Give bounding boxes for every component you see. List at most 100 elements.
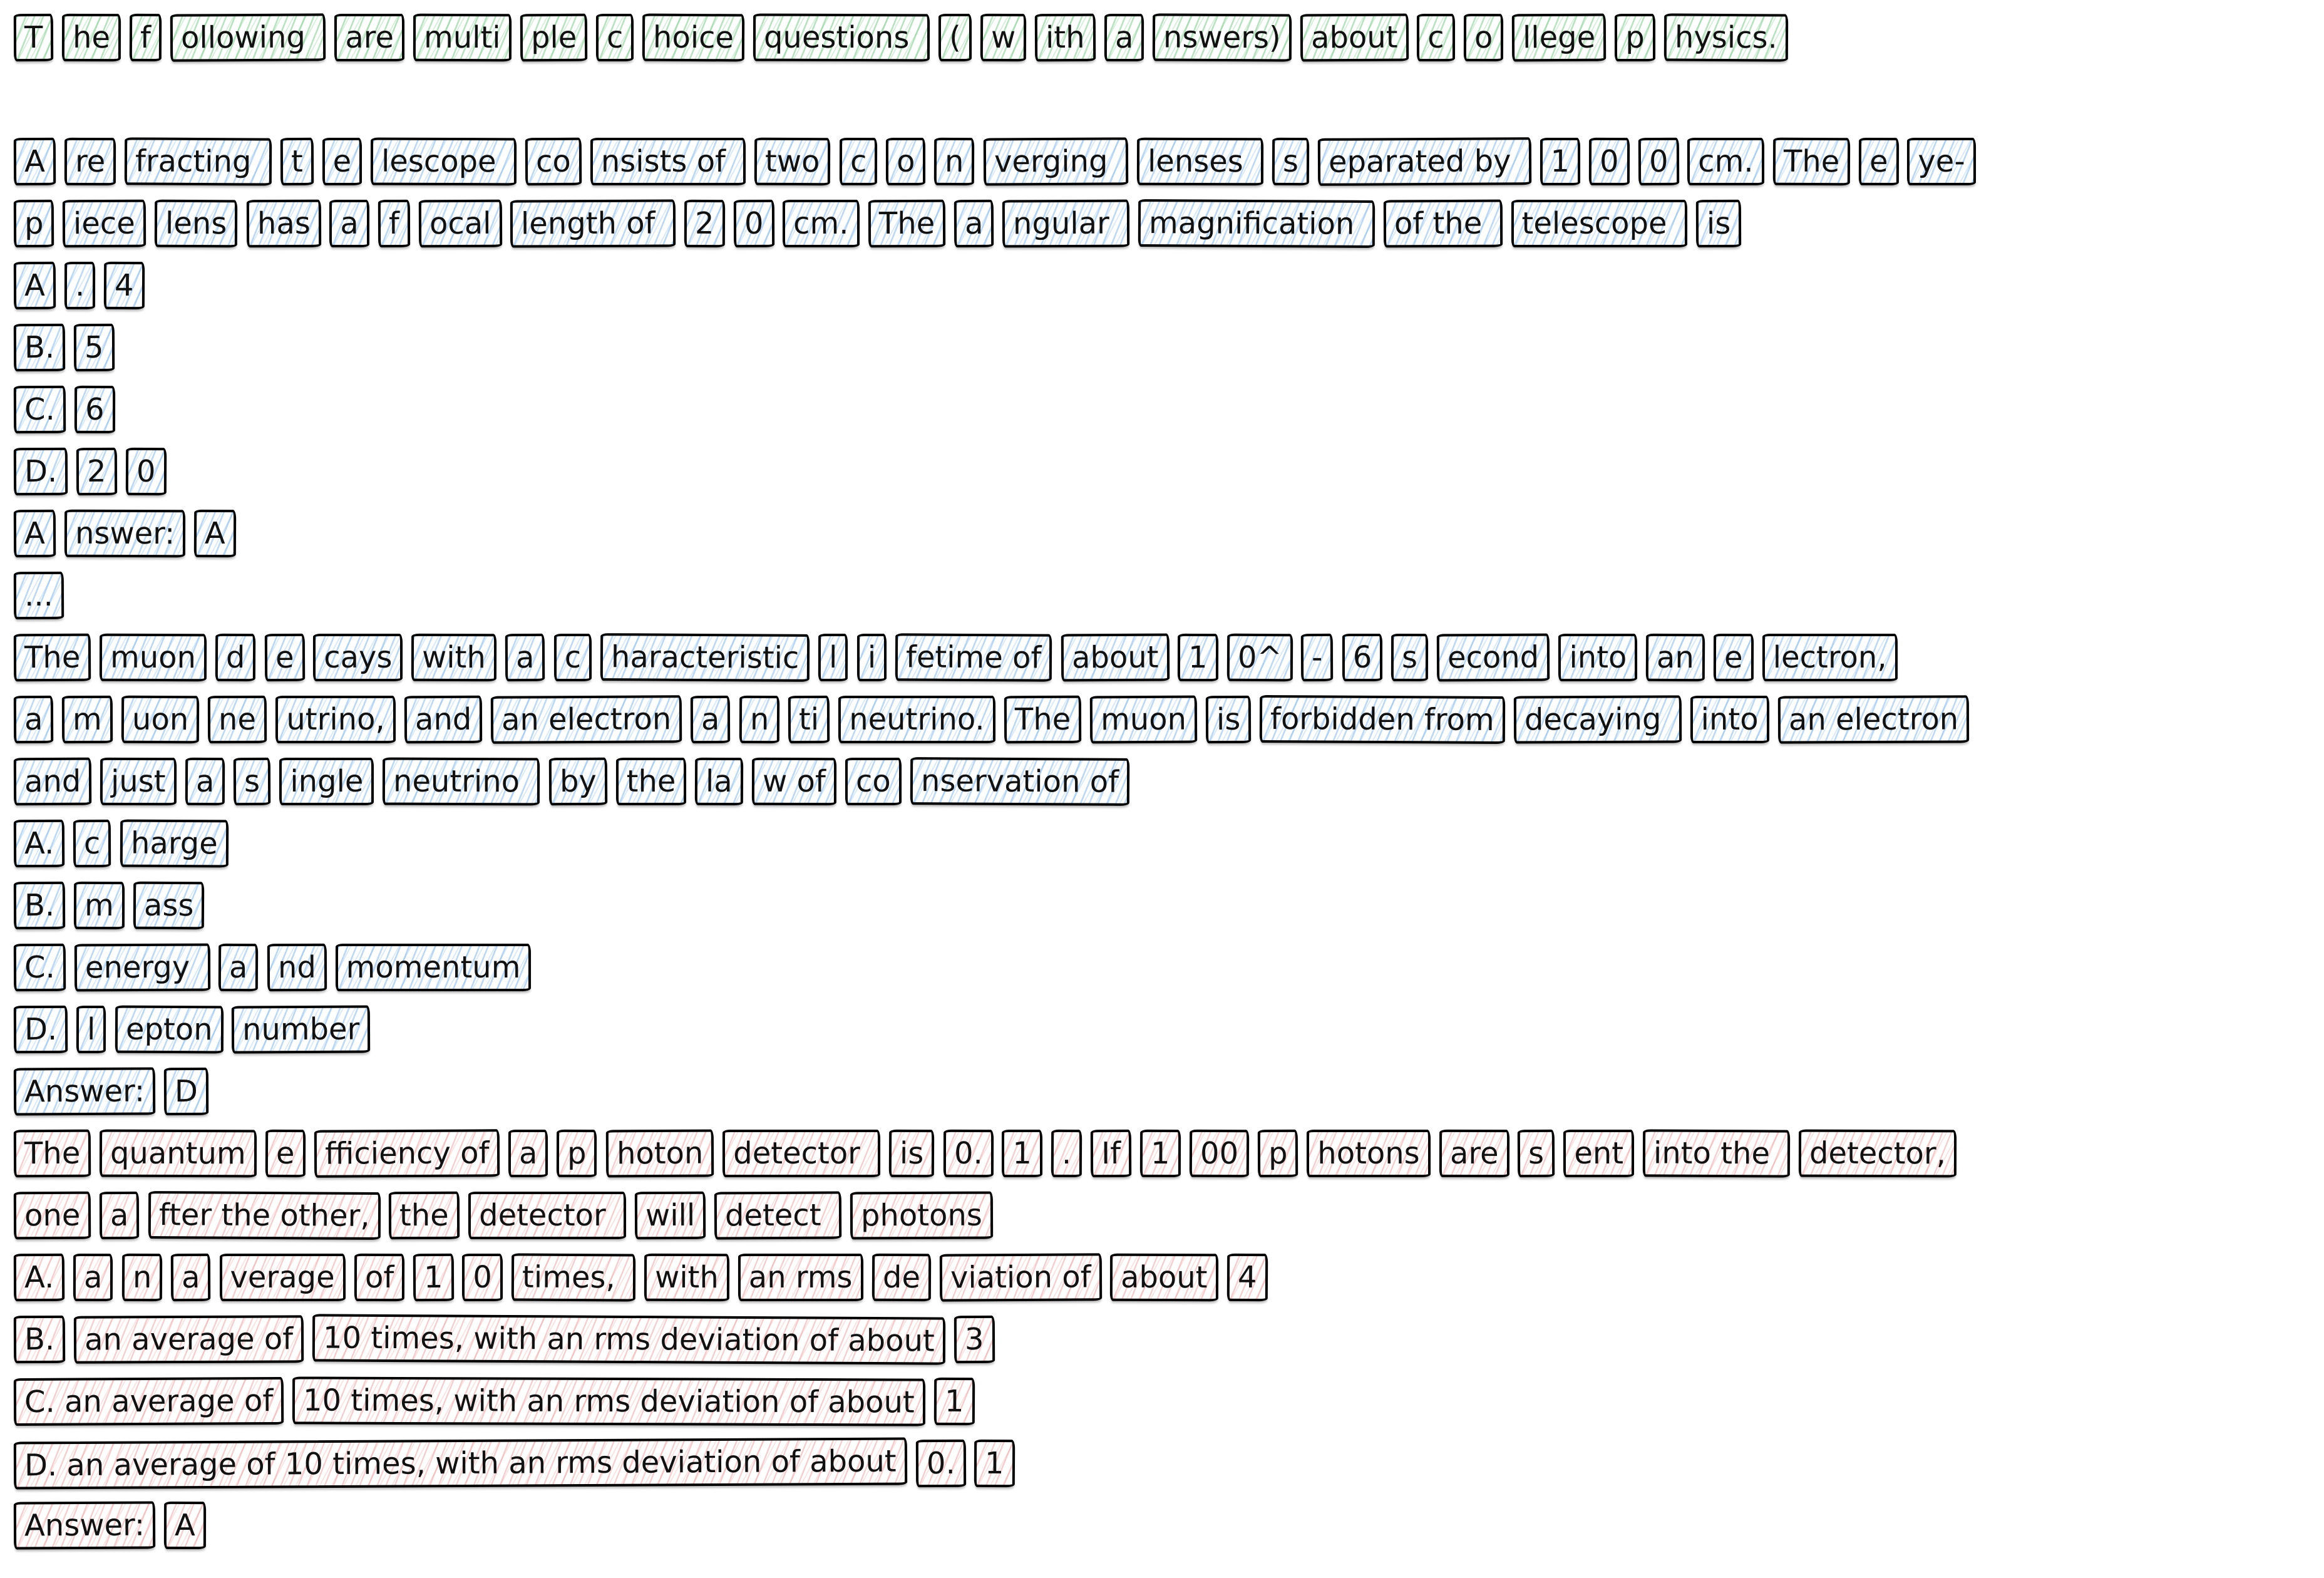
token-box: p: [13, 199, 54, 248]
token-box: into: [1690, 696, 1769, 743]
token-box: by: [548, 757, 607, 806]
token-box: verage: [219, 1254, 346, 1301]
token-box: 6: [74, 385, 115, 434]
token-box: A.: [13, 819, 65, 868]
token-box: about: [1061, 633, 1170, 682]
token-box: hotons: [1307, 1130, 1431, 1177]
token-row: A.4: [13, 261, 2324, 310]
token-box: c: [1417, 14, 1455, 61]
token-box: one: [13, 1191, 91, 1240]
token-row: C.6: [13, 385, 2324, 434]
token-box: (: [938, 14, 972, 61]
token-box: e: [264, 633, 305, 682]
token-box: 0: [1588, 137, 1630, 186]
token-box: A: [13, 261, 56, 310]
token-box: c: [839, 137, 878, 186]
token-box: epton: [115, 1005, 224, 1054]
token-box: an rms: [738, 1254, 863, 1301]
token-box: 0: [733, 199, 774, 248]
token-box: s: [1518, 1129, 1555, 1178]
token-row: Answer:D: [13, 1067, 2324, 1116]
token-box: c: [595, 14, 634, 61]
token-box: ent: [1563, 1130, 1635, 1177]
token-box: The: [13, 633, 91, 682]
token-box: neutrino.: [838, 696, 995, 743]
token-box: he: [62, 13, 121, 62]
token-row: Answer:A: [13, 1501, 2324, 1550]
token-box: into the: [1642, 1129, 1791, 1178]
token-box: 10 times, with an rms deviation of about: [292, 1376, 926, 1426]
token-box: T: [13, 13, 54, 62]
token-box: m: [62, 695, 113, 744]
token-box: 1: [1540, 138, 1581, 185]
token-box: nd: [267, 943, 327, 992]
token-box: an average of: [74, 1315, 304, 1364]
token-box: magnification: [1138, 199, 1375, 248]
token-box: 2: [684, 199, 725, 248]
token-box: momentum: [335, 944, 532, 991]
token-box: haracteristic: [600, 633, 810, 682]
token-box: nsists of: [590, 138, 746, 185]
paragraph-spacer: [14, 76, 2324, 123]
token-box: the: [389, 1191, 460, 1240]
token-box: de: [872, 1253, 931, 1302]
token-box: cays: [313, 634, 403, 681]
token-box: hoton: [605, 1129, 714, 1178]
token-box: an electron: [1777, 695, 1969, 744]
token-box: A: [164, 1501, 207, 1550]
token-box: a: [691, 695, 731, 744]
token-box: times,: [511, 1253, 636, 1302]
token-box: 10 times, with an rms deviation of about: [312, 1314, 946, 1365]
token-box: re: [64, 137, 116, 186]
token-box: e: [1714, 633, 1754, 682]
token-box: 0.: [915, 1439, 966, 1488]
token-box: a: [219, 943, 259, 992]
token-box: ngular: [1002, 199, 1130, 248]
token-box: neutrino: [383, 757, 540, 806]
token-box: energy: [74, 943, 210, 992]
token-box: will: [634, 1191, 706, 1240]
token-box: 0^: [1226, 633, 1293, 682]
token-box: forbidden from: [1260, 694, 1506, 745]
token-box: lens: [155, 199, 238, 248]
token-box: A: [13, 137, 56, 186]
token-box: 00: [1189, 1129, 1250, 1178]
token-box: 0.: [943, 1129, 994, 1178]
token-box: Answer:: [13, 1501, 156, 1550]
token-box: quantum: [100, 1129, 257, 1178]
token-box: 1: [933, 1377, 975, 1426]
token-box: a: [954, 199, 994, 248]
token-box: a: [185, 757, 225, 806]
token-box: a: [1104, 13, 1144, 62]
token-box: length of: [510, 199, 676, 248]
token-box: f: [378, 199, 410, 248]
token-box: ti: [788, 695, 830, 744]
token-box: m: [74, 881, 125, 930]
token-box: lescope: [371, 137, 517, 186]
token-box: 3: [954, 1315, 995, 1364]
token-box: about: [1110, 1253, 1218, 1302]
token-box: w of: [752, 757, 837, 806]
token-box: detector: [468, 1192, 627, 1239]
token-box: and: [404, 695, 483, 744]
token-box: lenses: [1136, 137, 1263, 186]
token-box: of: [354, 1253, 404, 1302]
token-box: is: [888, 1129, 935, 1178]
token-box: ass: [133, 881, 205, 930]
token-box: ...: [13, 571, 64, 620]
token-box: The: [868, 199, 945, 248]
token-box: p: [1615, 14, 1655, 61]
token-box: verging: [983, 137, 1128, 186]
token-box: a: [329, 200, 369, 247]
token-box: 1: [1140, 1129, 1181, 1178]
token-box: has: [246, 199, 321, 248]
token-box: c: [73, 819, 111, 868]
token-box: 0: [125, 447, 167, 496]
